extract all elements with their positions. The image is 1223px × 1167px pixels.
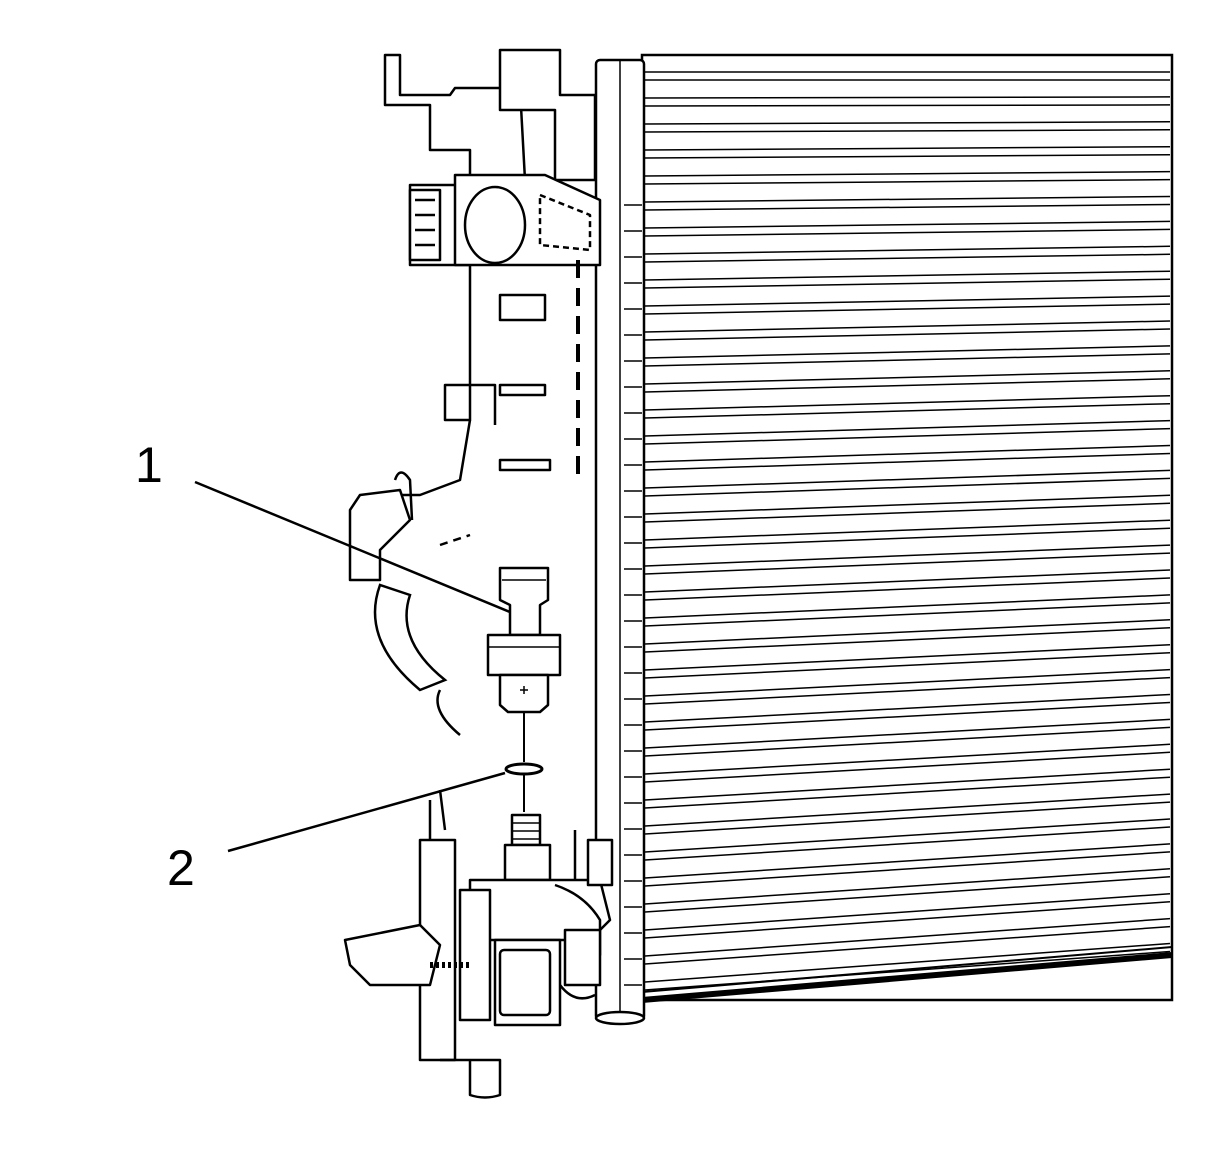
condenser-fin — [644, 96, 1171, 99]
condenser-fin — [644, 900, 1171, 939]
leader-line-1 — [194, 480, 511, 614]
leader-line-2 — [227, 771, 506, 853]
condenser-bottom-rail — [641, 952, 1173, 1003]
condenser-fin — [644, 917, 1171, 957]
condenser-fin — [644, 619, 1171, 645]
condenser-fin — [644, 892, 1171, 931]
lower-fitting — [343, 789, 614, 1099]
condenser-fin — [644, 245, 1171, 255]
condenser-fin — [644, 552, 1171, 575]
condenser-fin — [644, 220, 1171, 229]
condenser-fin — [644, 544, 1171, 567]
condenser-fin — [644, 170, 1171, 177]
condenser-fin — [644, 627, 1171, 653]
condenser-fin — [644, 253, 1171, 263]
condenser-fin — [644, 270, 1171, 281]
tank-tube-stubs — [624, 204, 642, 986]
condenser-fin — [644, 402, 1171, 419]
condenser-fin — [644, 726, 1171, 757]
condenser-fin — [644, 104, 1171, 107]
condenser-fin — [644, 643, 1171, 671]
condenser-fin — [644, 801, 1171, 835]
condenser-fin — [644, 178, 1171, 185]
condenser-fin — [644, 203, 1171, 211]
condenser-fin — [644, 693, 1171, 723]
condenser-fin — [644, 295, 1171, 307]
condenser-fin — [644, 228, 1171, 237]
condenser-fin — [644, 353, 1171, 367]
condenser-fin — [644, 768, 1171, 801]
pressure-sensor — [486, 566, 562, 714]
condenser-fin — [644, 851, 1171, 887]
condenser-fins — [644, 71, 1171, 991]
callout-1: 1 — [135, 437, 163, 493]
condenser-fin — [644, 527, 1171, 549]
condenser-fin — [644, 469, 1171, 489]
condenser-fin — [644, 751, 1171, 783]
condenser-fin — [644, 569, 1171, 593]
condenser-fin — [644, 602, 1171, 627]
condenser-fin — [644, 743, 1171, 775]
condenser-fin — [644, 328, 1171, 341]
condenser-fin — [644, 427, 1171, 445]
leader-lines — [194, 480, 511, 853]
condenser-fin — [644, 668, 1171, 697]
condenser-fin — [644, 145, 1171, 151]
condenser-fin — [644, 370, 1171, 385]
condenser-fin — [644, 195, 1171, 203]
condenser-fin — [644, 843, 1171, 879]
condenser-fin — [644, 394, 1171, 411]
hose-clamp — [373, 583, 461, 736]
condenser-fin — [644, 651, 1171, 679]
condenser-fin — [644, 502, 1171, 523]
o-ring — [504, 712, 544, 812]
condenser-fin — [644, 793, 1171, 827]
condenser-fin — [644, 701, 1171, 731]
condenser-fin — [644, 477, 1171, 497]
condenser-fin — [644, 776, 1171, 809]
condenser-fin — [644, 718, 1171, 749]
condenser-fin — [644, 444, 1171, 463]
condenser-fin — [644, 278, 1171, 289]
condenser-fin — [644, 942, 1171, 983]
condenser-fin — [644, 153, 1171, 159]
condenser-fin — [644, 826, 1171, 861]
condenser-fin — [644, 818, 1171, 853]
condenser-fin — [644, 452, 1171, 471]
condenser-fin — [644, 577, 1171, 601]
condenser-fin — [644, 925, 1171, 965]
condenser-fin — [644, 494, 1171, 515]
condenser-fin — [644, 121, 1171, 125]
condenser-fin — [644, 868, 1171, 905]
condenser-core — [640, 53, 1174, 1003]
condenser-fin — [644, 519, 1171, 541]
condenser-fin — [644, 594, 1171, 619]
condenser-fin — [644, 419, 1171, 437]
callout-2: 2 — [167, 840, 195, 896]
condenser-side-tank — [594, 58, 646, 1026]
condenser-fin — [644, 345, 1171, 359]
condenser-fin — [644, 303, 1171, 315]
condenser-fin — [644, 320, 1171, 333]
condenser-fin — [644, 676, 1171, 705]
condenser-fin — [644, 378, 1171, 393]
condenser-fin — [644, 876, 1171, 913]
condenser-frame — [640, 53, 1174, 1002]
upper-bracket — [348, 48, 602, 582]
condenser-fin — [644, 129, 1171, 133]
